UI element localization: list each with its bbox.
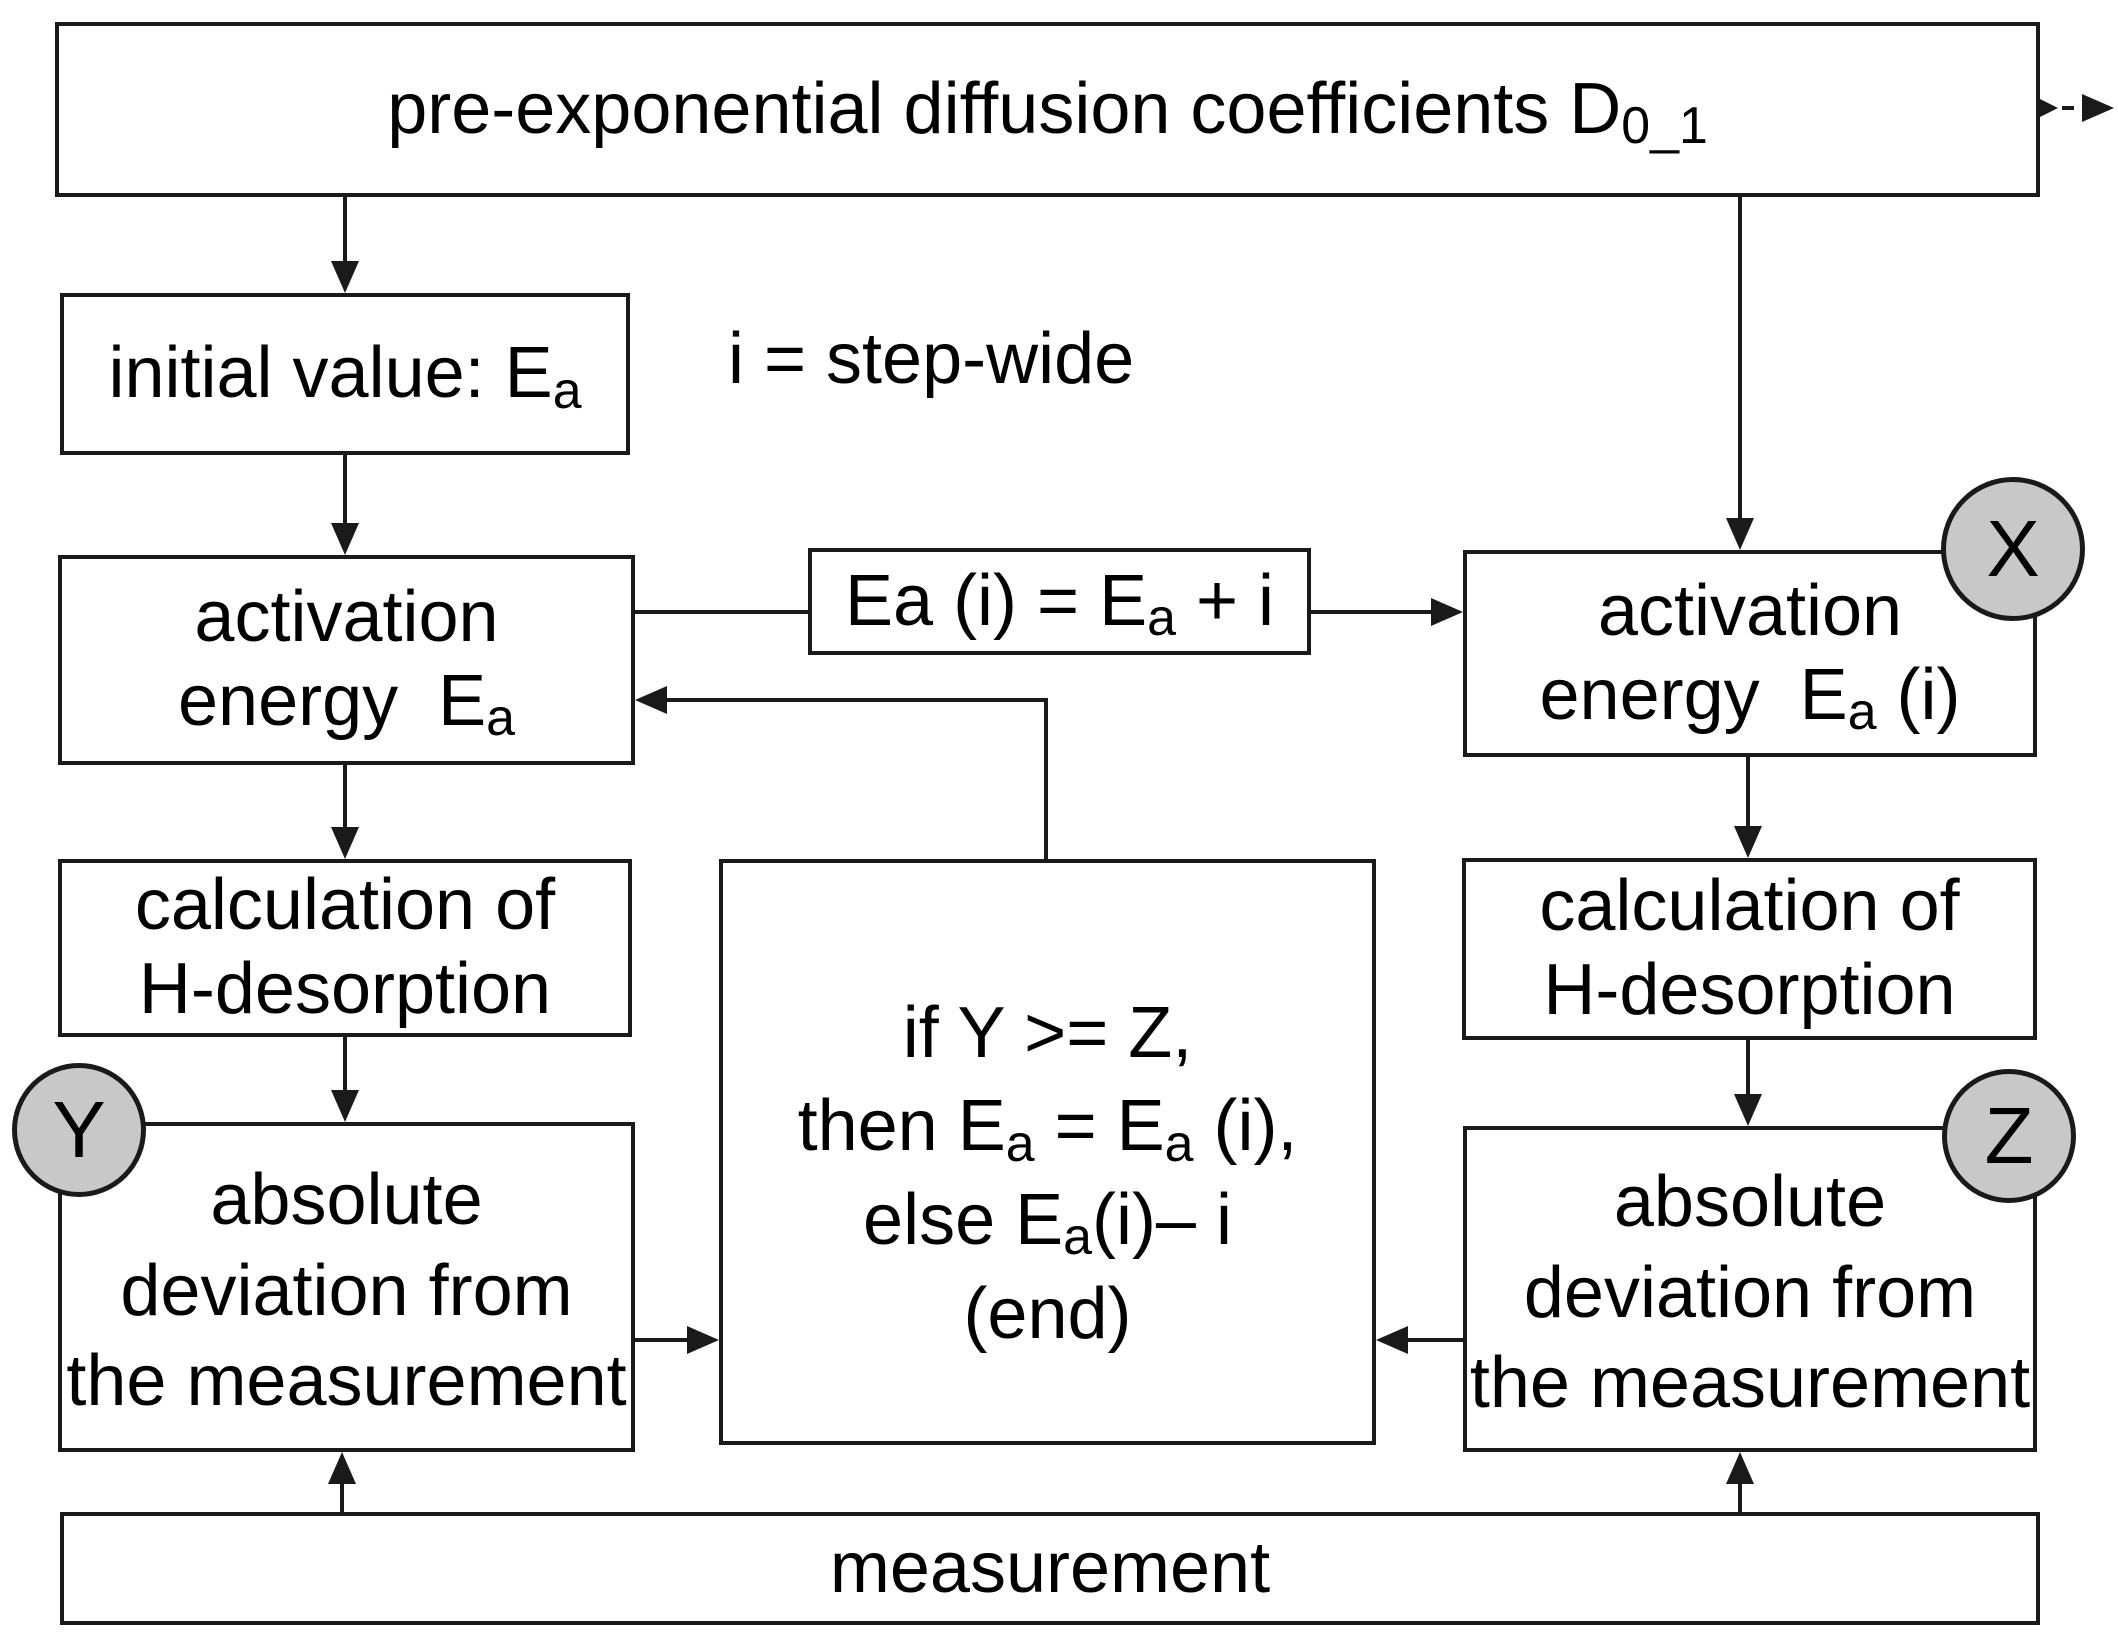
marker-x-label: X [1986, 504, 2040, 593]
arrow-activation-left-to-calculation-left [331, 765, 359, 859]
arrow-measurement-to-deviation-right [1726, 1452, 1754, 1512]
node-measurement: measurement [60, 1512, 2040, 1625]
marker-y-label: Y [52, 1085, 106, 1174]
arrow-deviation-left-to-decision [635, 1326, 719, 1354]
arrow-formula-to-activation-right [1311, 598, 1463, 626]
arrow-top-box-dashed-exit [2040, 94, 2114, 122]
arrow-activation-right-to-calculation-right [1734, 757, 1762, 858]
node-initial-value: initial value: Ea [60, 293, 630, 455]
marker-z-label: Z [1984, 1091, 2034, 1180]
arrow-deviation-right-to-decision [1376, 1326, 1463, 1354]
step-wide-note: i = step-wide [728, 319, 1135, 399]
arrow-calculation-right-to-deviation-right [1734, 1040, 1762, 1126]
arrow-top-to-initial [331, 197, 359, 293]
arrow-measurement-to-deviation-left [328, 1452, 356, 1512]
arrow-decision-feedback-to-activation-left [635, 686, 1048, 859]
marker-y-circle: Y [12, 1063, 146, 1197]
arrow-top-to-activation-right [1726, 197, 1754, 550]
marker-x-circle: X [1941, 477, 2085, 621]
arrow-calculation-left-to-deviation-left [331, 1037, 359, 1122]
node-decision: if Y >= Z,then Ea = Ea (i),else Ea(i)– i… [719, 859, 1376, 1445]
node-step-formula: Ea (i) = Ea + i [808, 548, 1311, 655]
marker-z-circle: Z [1942, 1069, 2076, 1203]
node-pre-exponential-coefficients: pre-exponential diffusion coefficients D… [55, 22, 2040, 197]
arrow-initial-to-activation-left [331, 455, 359, 555]
